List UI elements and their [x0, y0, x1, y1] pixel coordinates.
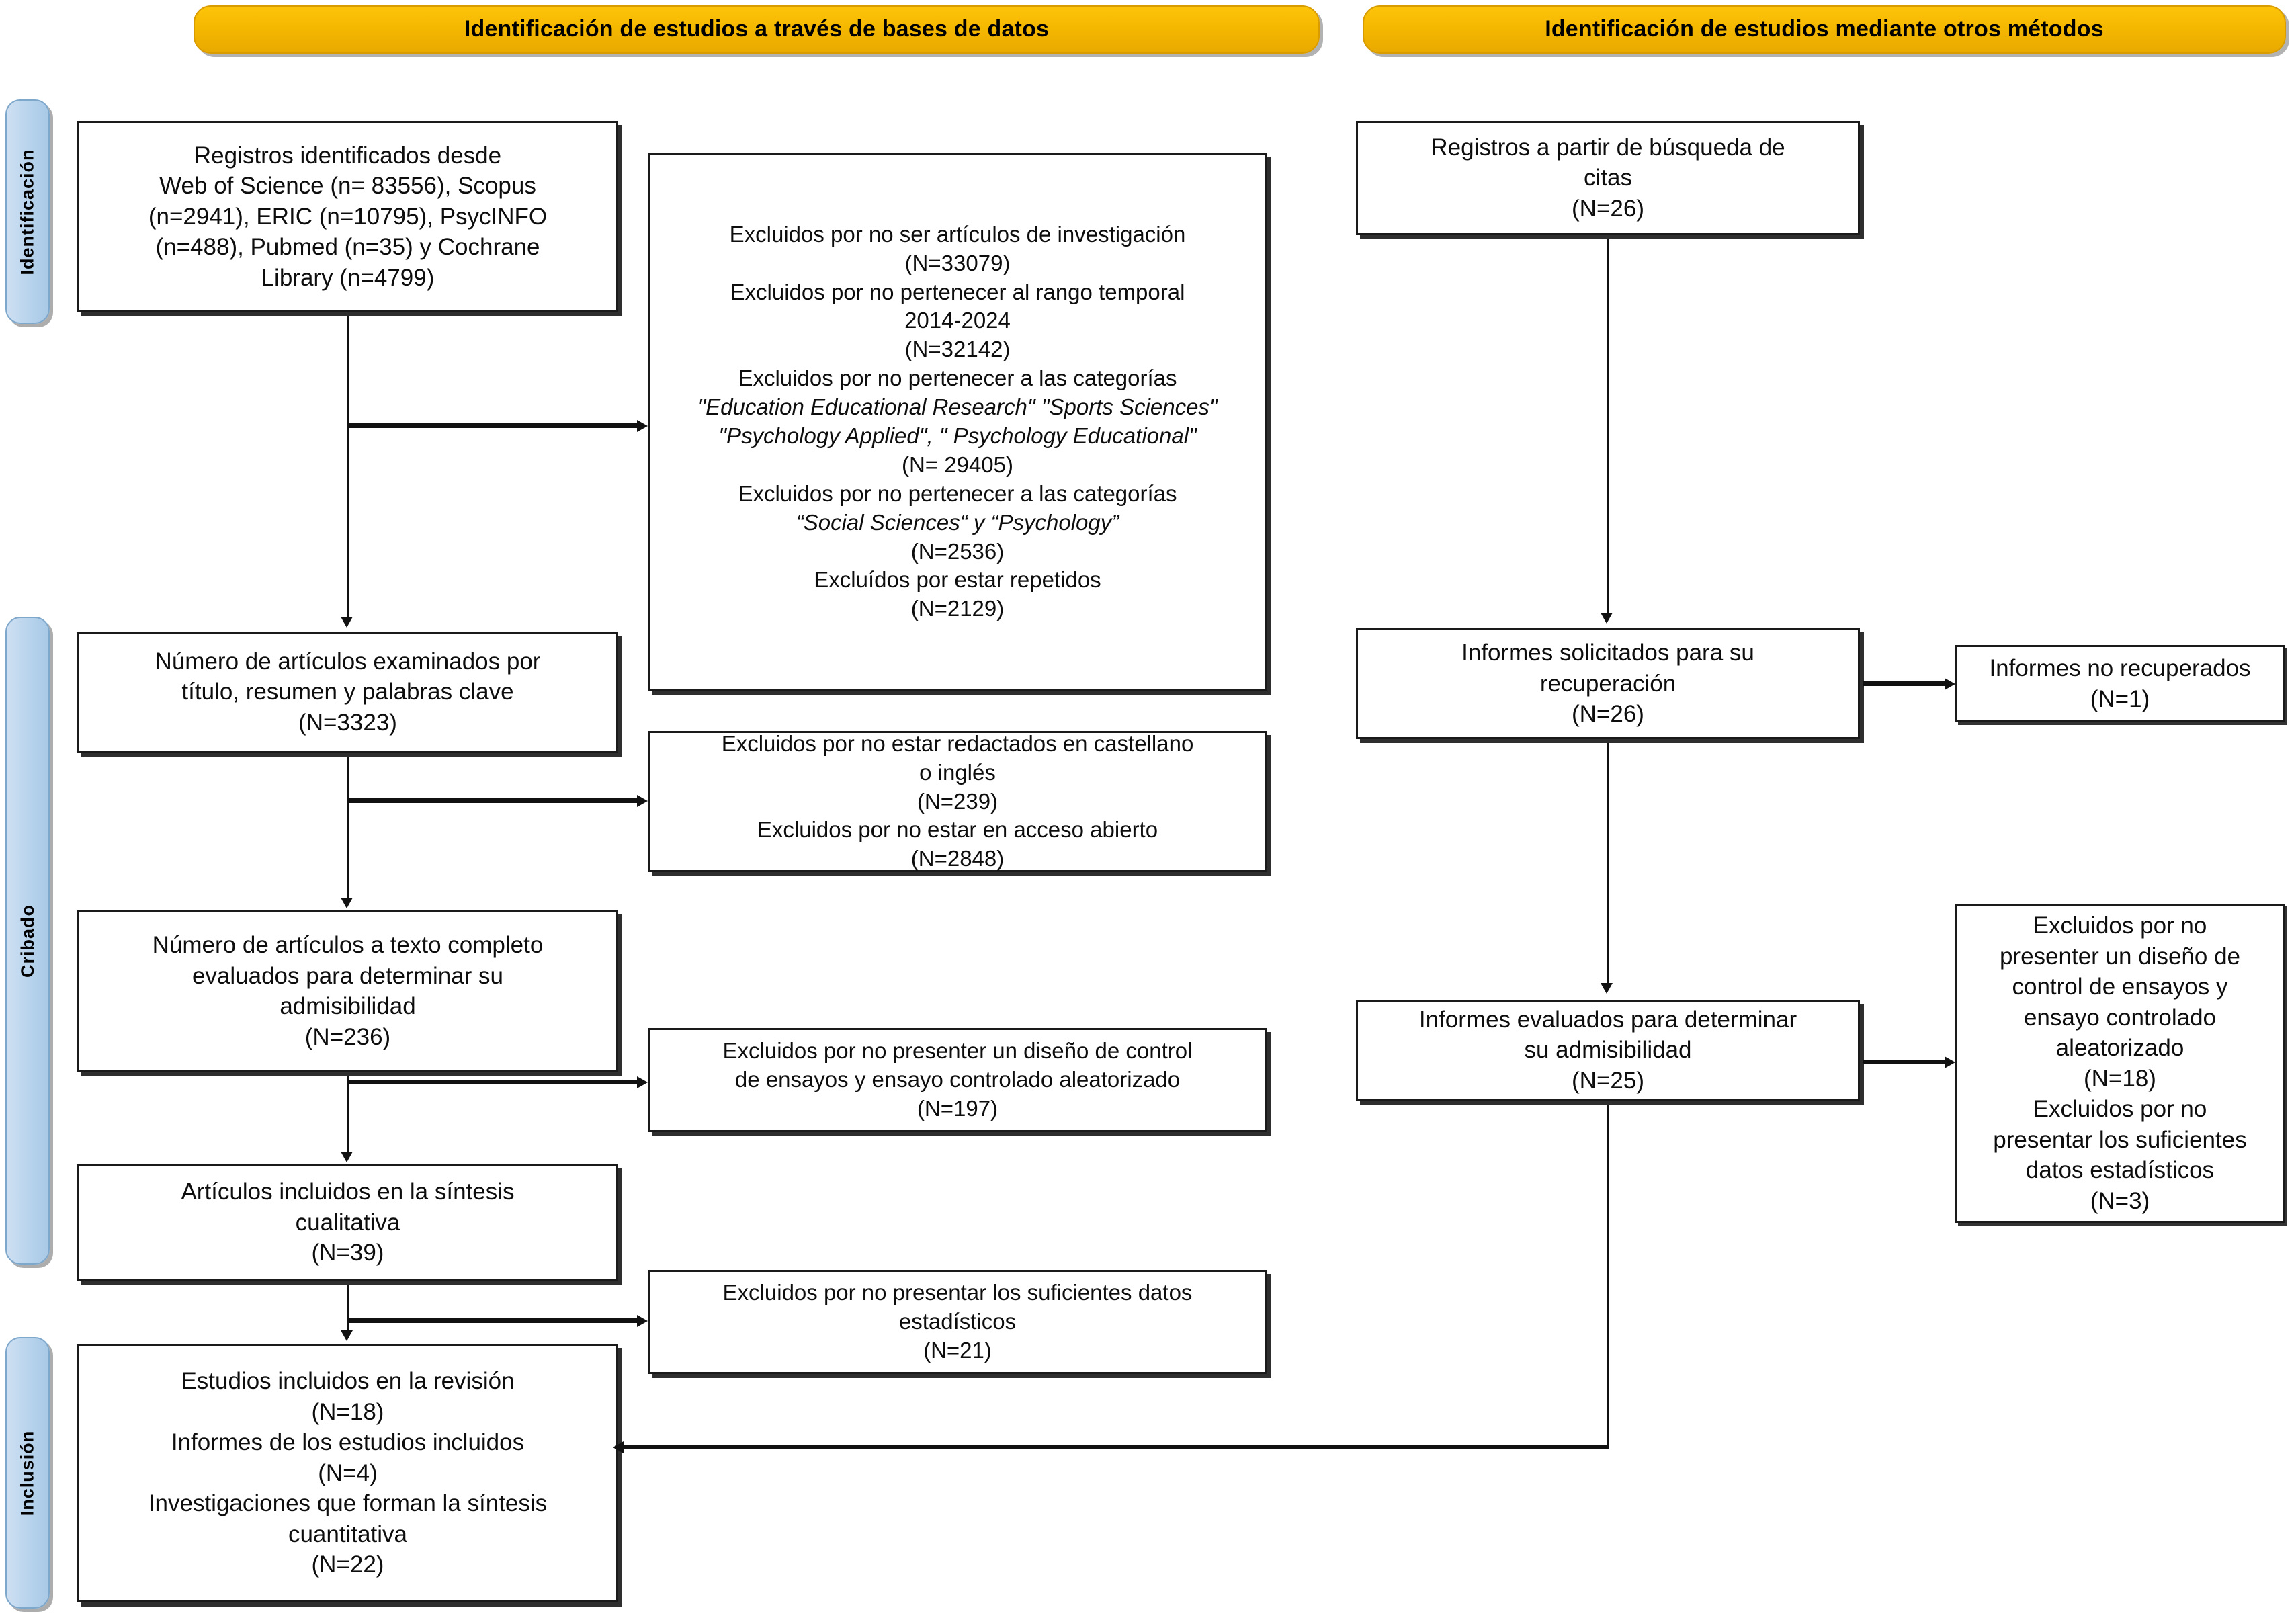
box-included-final-text: Estudios incluidos en la revisión (N=18)… [148, 1368, 548, 1578]
connector-assessed-down [1607, 1105, 1609, 1447]
box-included-final: Estudios incluidos en la revisión (N=18)… [77, 1344, 618, 1602]
box-records-screened: Número de artículos examinados por títul… [77, 632, 618, 753]
connector-qualitative-to-included [347, 1285, 349, 1334]
box-fulltext-assessed-text: Número de artículos a texto completo eva… [152, 932, 544, 1050]
arrowhead-identification-excluded [637, 420, 648, 432]
arrowhead-screening-excluded-statistics [637, 1315, 648, 1327]
excl-line-10-categories: “Social Sciences“ y “Psychology” [796, 509, 1119, 535]
header-other-methods-label: Identificación de estudios mediante otro… [1545, 16, 2104, 42]
arrowhead-fulltext [341, 898, 353, 908]
arrowhead-included [341, 1330, 353, 1341]
phase-tab-screening: Cribado [5, 617, 50, 1265]
box-reports-not-retrieved: Informes no recuperados (N=1) [1955, 645, 2285, 722]
connector-qualitative-to-statistics-exclusions [347, 1318, 637, 1323]
box-screening-excluded-design: Excluidos por no presenter un diseño de … [648, 1028, 1267, 1132]
box-reports-sought: Informes solicitados para su recuperació… [1356, 628, 1860, 739]
header-databases: Identificación de estudios a través de b… [194, 5, 1320, 54]
excl-line-7-categories: "Education Educational Research" "Sports… [697, 394, 1218, 448]
phase-tab-identification: Identificación [5, 99, 50, 324]
box-reports-assessed-text: Informes evaluados para determinar su ad… [1418, 1006, 1797, 1094]
box-records-citations-text: Registros a partir de búsqueda de citas … [1431, 134, 1785, 222]
arrowhead-screening-excluded-design [637, 1076, 648, 1088]
box-reports-excluded-text: Excluidos por no presenter un diseño de … [1993, 912, 2247, 1214]
excl-line-8: (N= 29405) [901, 452, 1013, 477]
phase-identification-label: Identificación [17, 148, 38, 275]
connector-assessed-to-excluded [1863, 1060, 1945, 1064]
box-records-citations: Registros a partir de búsqueda de citas … [1356, 121, 1860, 235]
box-identification-excluded: Excluidos por no ser artículos de invest… [648, 153, 1267, 691]
box-reports-excluded: Excluidos por no presenter un diseño de … [1955, 904, 2285, 1223]
connector-sought-to-assessed [1607, 743, 1609, 986]
box-reports-assessed: Informes evaluados para determinar su ad… [1356, 1000, 1860, 1101]
phase-screening-label: Cribado [17, 904, 38, 978]
excl-line-2: (N=33079) [904, 250, 1011, 275]
header-other-methods: Identificación de estudios mediante otro… [1363, 5, 2286, 54]
arrowhead-screening-excluded-language [637, 795, 648, 807]
connector-fulltext-to-qualitative [347, 1076, 349, 1155]
box-qualitative-synthesis: Artículos incluidos en la síntesis cuali… [77, 1164, 618, 1281]
box-reports-not-retrieved-text: Informes no recuperados (N=1) [1989, 655, 2251, 712]
excl-line-9: Excluidos por no pertenecer a las catego… [738, 480, 1177, 506]
excl-line-13: (N=2129) [910, 596, 1005, 622]
excl-line-11: (N=2536) [910, 538, 1005, 564]
arrowhead-qualitative [341, 1152, 353, 1162]
excl-line-4: 2014-2024 [904, 308, 1011, 333]
phase-inclusion-label: Inclusión [17, 1430, 38, 1516]
box-records-identified-text: Registros identificados desde Web of Sci… [148, 142, 548, 291]
connector-screened-to-language-exclusions [347, 798, 637, 803]
excl-line-1: Excluidos por no ser artículos de invest… [729, 221, 1186, 247]
box-screening-excluded-statistics-text: Excluidos por no presentar los suficient… [722, 1280, 1193, 1363]
connector-identified-to-screened [347, 316, 349, 619]
connector-identified-to-exclusions [347, 423, 637, 428]
connector-sought-to-not-retrieved [1863, 681, 1945, 686]
box-fulltext-assessed: Número de artículos a texto completo eva… [77, 910, 618, 1072]
box-records-screened-text: Número de artículos examinados por títul… [155, 648, 541, 736]
box-screening-excluded-language-text: Excluidos por no estar redactados en cas… [721, 730, 1194, 871]
box-screening-excluded-statistics: Excluidos por no presentar los suficient… [648, 1270, 1267, 1374]
connector-right-to-inclusion [624, 1445, 1609, 1449]
arrowhead-screened [341, 617, 353, 628]
connector-screened-to-fulltext [347, 757, 349, 901]
connector-fulltext-to-design-exclusions [347, 1080, 637, 1084]
box-screening-excluded-design-text: Excluidos por no presenter un diseño de … [722, 1038, 1193, 1121]
box-qualitative-synthesis-text: Artículos incluidos en la síntesis cuali… [181, 1179, 515, 1267]
box-reports-sought-text: Informes solicitados para su recuperació… [1461, 640, 1754, 728]
excl-line-3: Excluidos por no pertenecer al rango tem… [730, 279, 1185, 304]
phase-tab-inclusion: Inclusión [5, 1337, 50, 1609]
connector-citations-to-sought [1607, 239, 1609, 617]
arrowhead-reports-sought [1601, 613, 1613, 624]
arrowhead-reports-assessed [1601, 983, 1613, 994]
excl-line-5: (N=32142) [904, 337, 1011, 362]
excl-line-12: Excluídos por estar repetidos [814, 567, 1101, 593]
arrowhead-reports-excluded [1945, 1056, 1955, 1068]
header-databases-label: Identificación de estudios a través de b… [464, 16, 1050, 42]
excl-line-6: Excluidos por no pertenecer a las catego… [738, 366, 1177, 391]
box-screening-excluded-language: Excluidos por no estar redactados en cas… [648, 731, 1267, 872]
box-records-identified: Registros identificados desde Web of Sci… [77, 121, 618, 312]
arrowhead-inclusion-from-right [613, 1441, 624, 1453]
arrowhead-reports-not-retrieved [1945, 678, 1955, 690]
